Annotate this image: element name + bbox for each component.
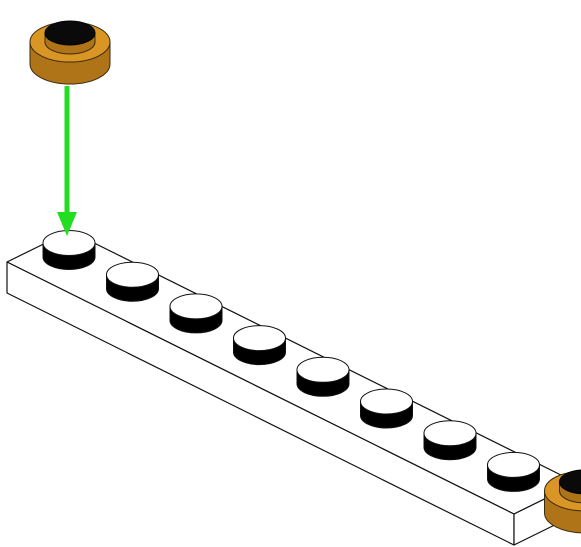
round-plate-stud-top [559,469,581,495]
stud [42,230,96,270]
stud [360,388,413,429]
plate-front-face [6,261,515,546]
plate-studs [42,230,540,492]
stud-top [169,293,223,320]
stud [106,261,159,302]
round-plate-to-attach [29,20,111,85]
stud-top [42,230,96,256]
down-arrow-icon [57,86,77,236]
stud-top [487,451,540,478]
stud-top [360,388,413,415]
white-plate-1x8 [6,230,578,546]
round-plate-attached [544,469,581,534]
stud [423,420,477,461]
stud [233,325,286,366]
stud-top [296,356,350,383]
stud [487,451,540,492]
stud [169,293,223,334]
round-plate-stud-top [44,20,96,46]
stud-top [106,261,159,288]
stud-top [423,420,477,447]
stud-top [233,325,286,352]
stud [296,356,350,397]
arrow-head [57,212,77,236]
